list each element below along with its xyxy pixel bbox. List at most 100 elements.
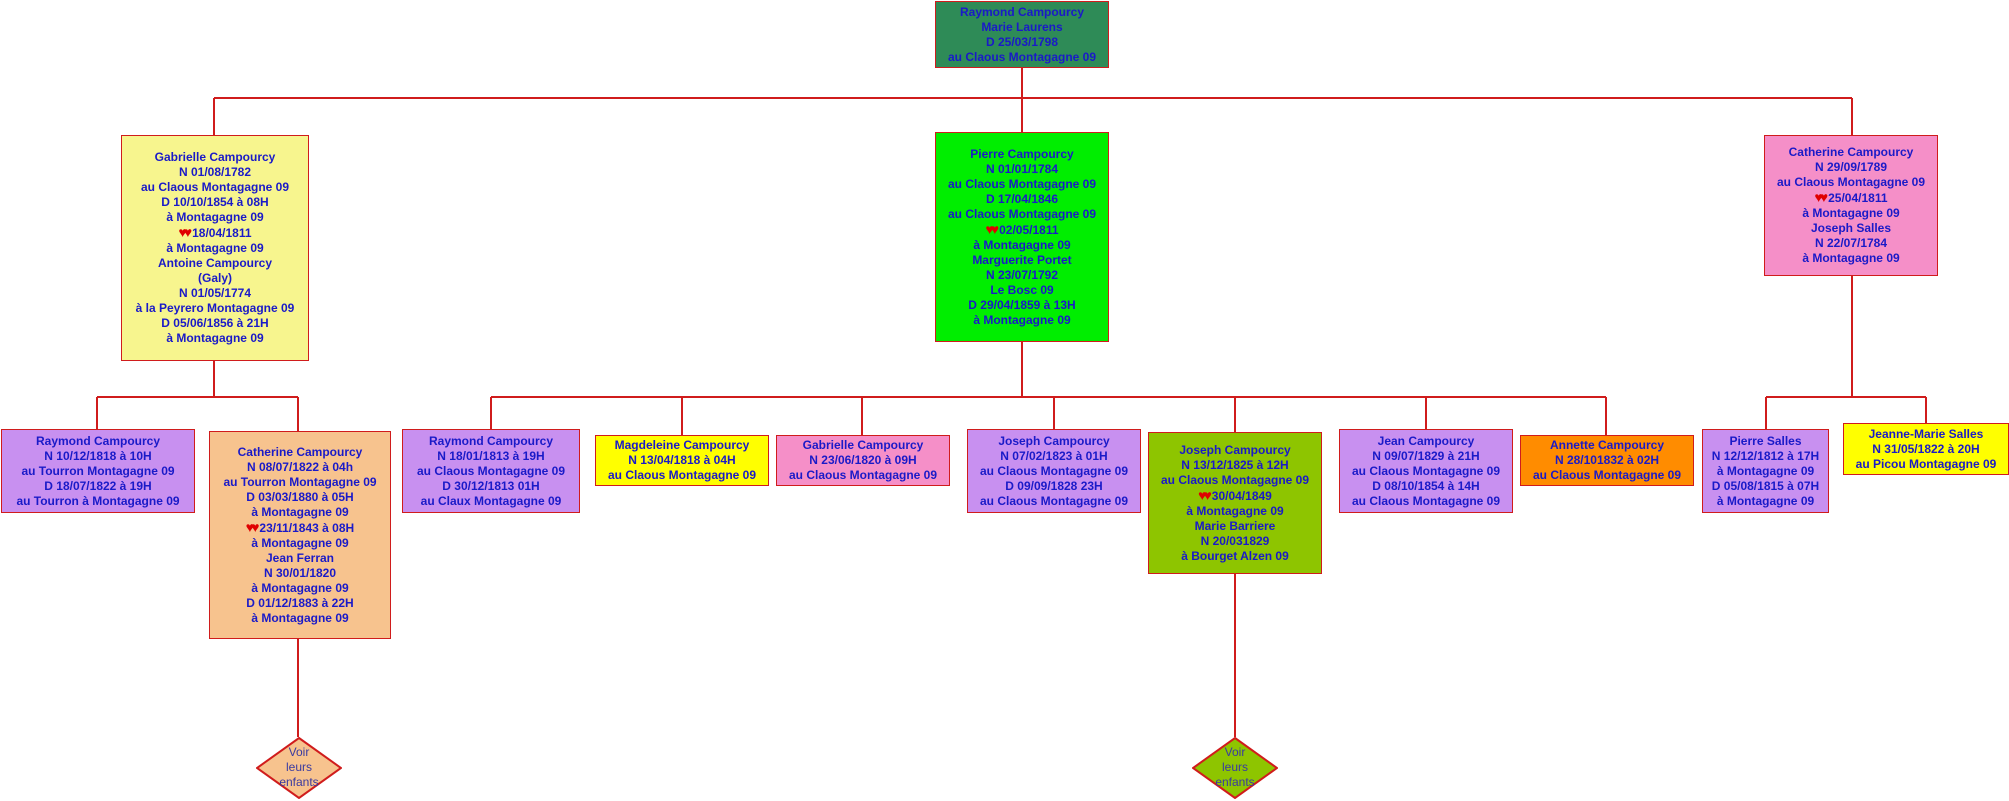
text-line: à Montagagne 09 bbox=[1716, 493, 1815, 508]
text-line: Raymond Campourcy bbox=[428, 433, 554, 448]
text-line: au Claous Montagagne 09 bbox=[788, 468, 938, 482]
child-box-catherine[interactable]: Catherine Campourcy N 29/09/1789 au Clao… bbox=[1764, 135, 1938, 276]
text-line: Marie Barriere bbox=[1194, 518, 1276, 533]
grandchild-box-jean[interactable]: Jean Campourcy N 09/07/1829 à 21H au Cla… bbox=[1339, 429, 1513, 513]
text-line: N 29/09/1789 bbox=[1814, 160, 1888, 174]
heart-icon: ♥♥ bbox=[178, 224, 192, 240]
marriage-date: 25/04/1811 bbox=[1828, 191, 1888, 205]
voir-enfants-link-catherine[interactable]: Voir leurs enfants bbox=[256, 737, 342, 799]
text-line: à Montagagne 09 bbox=[251, 610, 349, 625]
grandchild-box-raymond-1[interactable]: Raymond Campourcy N 10/12/1818 à 10H au … bbox=[1, 429, 195, 513]
grandchild-box-pierre-salles[interactable]: Pierre Salles N 12/12/1812 à 17H à Monta… bbox=[1702, 429, 1829, 513]
text-line: D 10/10/1854 à 08H bbox=[161, 195, 269, 209]
voir-enfants-link-joseph[interactable]: Voir leurs enfants bbox=[1192, 737, 1278, 799]
heart-icon: ♥♥ bbox=[245, 518, 260, 535]
text-line: Joseph Campourcy bbox=[998, 433, 1110, 448]
grandchild-box-catherine[interactable]: Catherine Campourcy N 08/07/1822 à 04h a… bbox=[209, 431, 391, 639]
marriage-date: 23/11/1843 à 08H bbox=[259, 520, 355, 535]
text-line: à Montagagne 09 bbox=[166, 241, 264, 255]
text-line: N 01/01/1784 bbox=[985, 161, 1059, 176]
grandchild-box-joseph-1[interactable]: Joseph Campourcy N 07/02/1823 à 01H au C… bbox=[967, 429, 1141, 513]
text-line: à Montagagne 09 bbox=[251, 535, 349, 550]
text-line: à Montagagne 09 bbox=[251, 504, 349, 519]
text-line: Magdeleine Campourcy bbox=[614, 438, 750, 452]
text-line: D 29/04/1859 à 13H bbox=[968, 297, 1076, 312]
text-line: au Claous Montagagne 09 bbox=[416, 463, 566, 478]
text-line: Annette Campourcy bbox=[1549, 438, 1665, 452]
marriage-date: 02/05/1811 bbox=[999, 222, 1059, 237]
text-line: Antoine Campourcy bbox=[157, 256, 272, 270]
marriage-date: 30/04/1849 bbox=[1211, 488, 1272, 503]
text-line: (Galy) bbox=[197, 271, 232, 285]
marriage-date: 18/04/1811 bbox=[192, 226, 252, 240]
voir-label: Voir bbox=[288, 745, 310, 759]
grandchild-box-joseph-2[interactable]: Joseph Campourcy N 13/12/1825 à 12H au C… bbox=[1148, 432, 1322, 574]
text-line: N 13/12/1825 à 12H bbox=[1181, 457, 1289, 472]
marriage-line: ♥♥18/04/1811 bbox=[178, 225, 251, 241]
text-line: au Claous Montagagne 09 bbox=[1160, 472, 1310, 487]
text-line: au Claous Montagagne 09 bbox=[1351, 493, 1501, 508]
child-box-pierre[interactable]: Pierre Campourcy N 01/01/1784 au Claous … bbox=[935, 132, 1109, 342]
text-line: N 18/01/1813 à 19H bbox=[437, 448, 545, 463]
text-line: N 31/05/1822 à 20H bbox=[1872, 441, 1980, 456]
text-line: à Montagagne 09 bbox=[1802, 251, 1900, 265]
text-line: au Claous Montagagne 09 bbox=[979, 463, 1129, 478]
text-line: Le Bosc 09 bbox=[990, 282, 1054, 297]
text-line: à Montagagne 09 bbox=[973, 312, 1071, 327]
child-box-gabrielle[interactable]: Gabrielle Campourcy N 01/08/1782 au Clao… bbox=[121, 135, 309, 361]
text-line: N 09/07/1829 à 21H bbox=[1372, 448, 1480, 463]
text-line: Catherine Campourcy bbox=[1788, 145, 1914, 159]
text-line: N 30/01/1820 bbox=[263, 565, 337, 580]
enfants-label: enfants bbox=[279, 775, 319, 789]
root-spouse: Marie Laurens bbox=[981, 19, 1063, 34]
marriage-line: ♥♥25/04/1811 bbox=[1814, 190, 1887, 206]
grandchild-box-gabrielle[interactable]: Gabrielle Campourcy N 23/06/1820 à 09H a… bbox=[776, 435, 950, 486]
text-line: Jean Ferran bbox=[265, 550, 335, 565]
text-line: N 08/07/1822 à 04h bbox=[246, 459, 354, 474]
grandchild-box-raymond-2[interactable]: Raymond Campourcy N 18/01/1813 à 19H au … bbox=[402, 429, 580, 513]
marriage-line: ♥♥23/11/1843 à 08H bbox=[245, 518, 355, 536]
text-line: D 09/09/1828 23H bbox=[1005, 478, 1103, 493]
text-line: D 05/08/1815 à 07H bbox=[1711, 478, 1820, 493]
text-line: D 30/12/1813 01H bbox=[442, 478, 540, 493]
leurs-label: leurs bbox=[285, 760, 312, 774]
text-line: Marguerite Portet bbox=[972, 252, 1072, 267]
heart-icon: ♥♥ bbox=[1198, 486, 1212, 503]
voir-label: Voir bbox=[1224, 745, 1246, 759]
text-line: D 08/10/1854 à 14H bbox=[1372, 478, 1480, 493]
text-line: N 01/08/1782 bbox=[178, 165, 252, 179]
text-line: D 17/04/1846 bbox=[985, 191, 1059, 206]
text-line: au Claux Montagagne 09 bbox=[420, 493, 562, 508]
text-line: au Claous Montagagne 09 bbox=[979, 493, 1129, 508]
text-line: D 01/12/1883 à 22H bbox=[246, 595, 354, 610]
diamond-polygon bbox=[1192, 737, 1278, 799]
text-line: au Claous Montagagne 09 bbox=[947, 206, 1097, 221]
text-line: au Tourron Montagagne 09 bbox=[21, 463, 175, 478]
text-line: N 01/05/1774 bbox=[178, 286, 252, 300]
diamond-shape bbox=[256, 737, 342, 799]
root-place: au Claous Montagagne 09 bbox=[947, 49, 1097, 64]
text-line: Jean Campourcy bbox=[1377, 433, 1475, 448]
root-name: Raymond Campourcy bbox=[959, 4, 1085, 19]
grandchild-box-annette[interactable]: Annette Campourcy N 28/101832 à 02H au C… bbox=[1520, 435, 1694, 486]
leurs-label: leurs bbox=[1221, 760, 1248, 774]
text-line: Catherine Campourcy bbox=[237, 444, 363, 459]
text-line: à Montagagne 09 bbox=[166, 210, 264, 224]
grandchild-box-magdeleine[interactable]: Magdeleine Campourcy N 13/04/1818 à 04H … bbox=[595, 435, 769, 486]
text-line: au Claous Montagagne 09 bbox=[607, 468, 757, 482]
text-line: D 18/07/1822 à 19H bbox=[44, 478, 152, 493]
root-person-box[interactable]: Raymond Campourcy Marie Laurens D 25/03/… bbox=[935, 1, 1109, 68]
text-line: à Montagagne 09 bbox=[251, 580, 349, 595]
text-line: au Tourron à Montagagne 09 bbox=[16, 493, 180, 508]
text-line: N 07/02/1823 à 01H bbox=[1000, 448, 1108, 463]
text-line: Gabrielle Campourcy bbox=[154, 150, 276, 164]
text-line: Jeanne-Marie Salles bbox=[1868, 426, 1984, 441]
text-line: N 23/07/1792 bbox=[985, 267, 1059, 282]
text-line: N 10/12/1818 à 10H bbox=[44, 448, 152, 463]
text-line: D 05/06/1856 à 21H bbox=[161, 316, 269, 330]
text-line: à la Peyrero Montagagne 09 bbox=[135, 301, 295, 315]
text-line: Joseph Salles bbox=[1810, 221, 1892, 235]
grandchild-box-jeanne-marie[interactable]: Jeanne-Marie Salles N 31/05/1822 à 20H a… bbox=[1843, 423, 2009, 475]
text-line: N 12/12/1812 à 17H bbox=[1711, 448, 1820, 463]
